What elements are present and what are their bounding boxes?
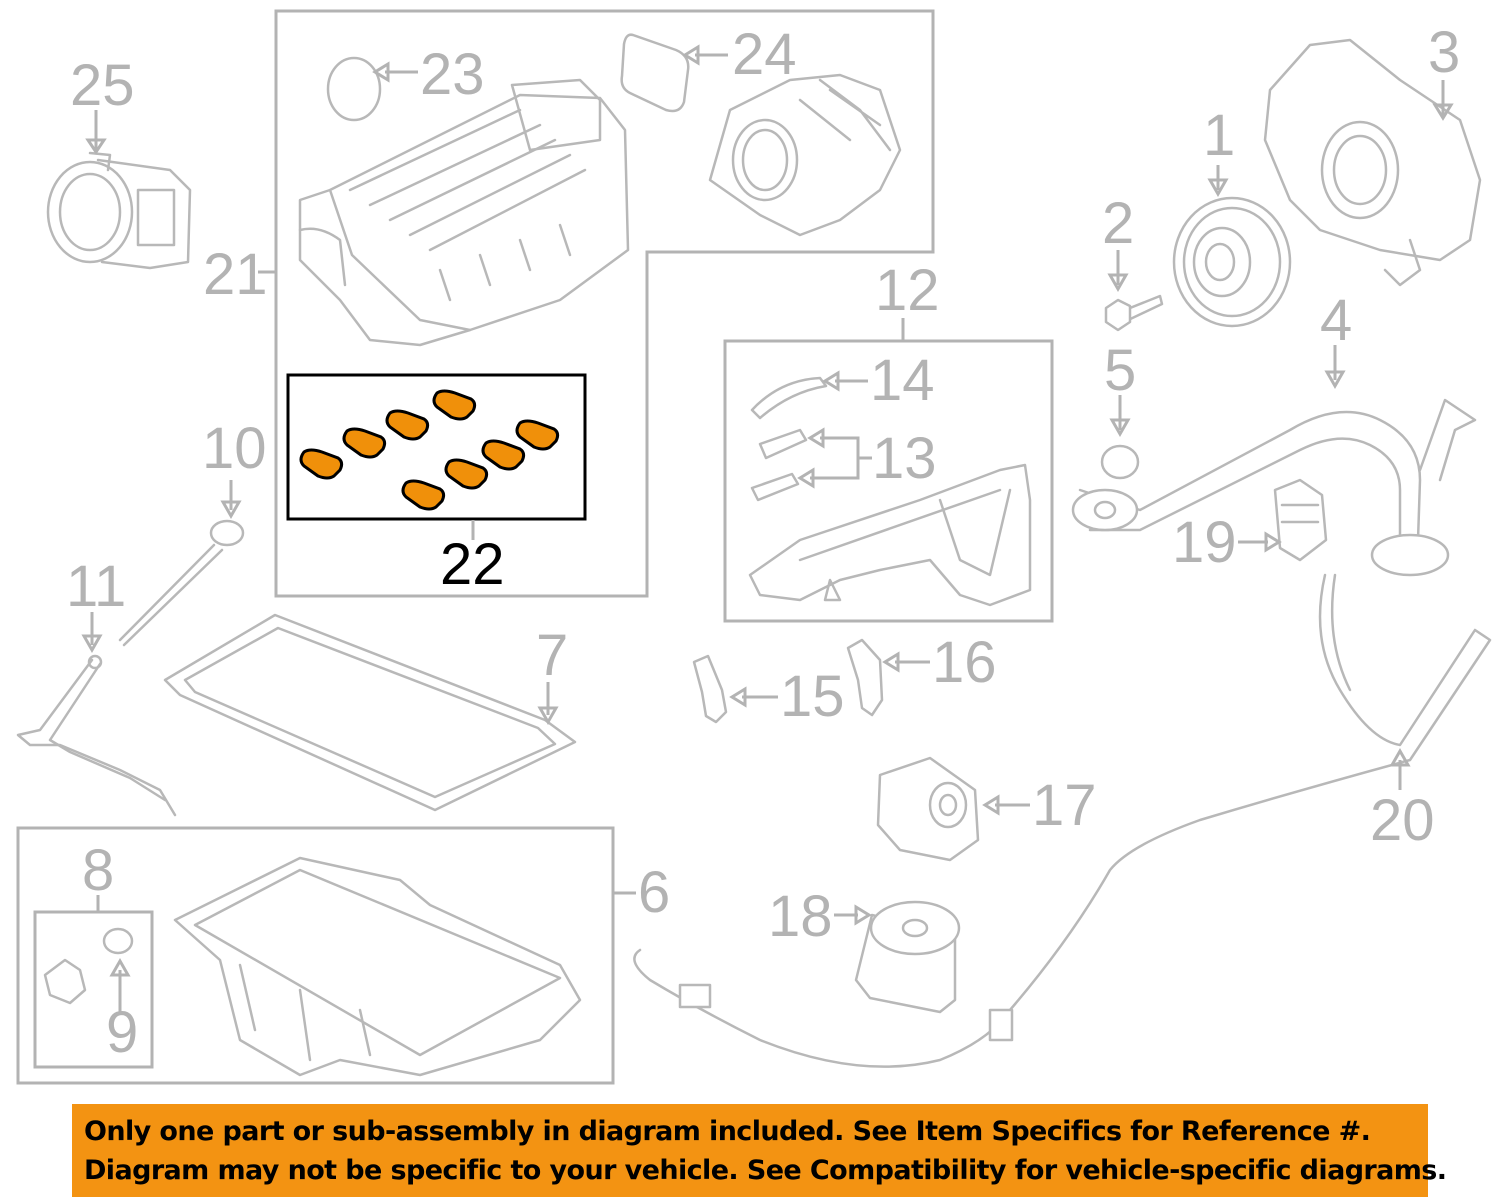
callout-21: 21 [203,242,268,307]
callout-15: 15 [780,664,845,729]
oil-filter-part[interactable] [854,900,961,1014]
callout-11: 11 [66,554,126,619]
intake-gasket [481,439,526,471]
callout-13: 13 [872,426,937,491]
callout-3: 3 [1428,20,1460,85]
timing-cover-seal-part[interactable] [750,376,828,420]
intake-gasket [401,479,446,511]
callout-22: 22 [440,532,505,597]
callout-5: 5 [1104,338,1136,403]
throttle-gasket-part[interactable] [620,33,690,113]
drain-plug-group-box [33,910,154,1069]
oil-pickup-tube-part[interactable] [1071,398,1477,577]
sensor-15-part[interactable] [692,654,728,724]
oil-cooler-part[interactable] [876,756,980,862]
dipstick-part[interactable] [118,519,245,647]
dipstick-tube-part[interactable] [16,654,177,817]
intake-group-box [274,9,935,598]
compatibility-notice-banner: Only one part or sub-assembly in diagram… [72,1104,1447,1197]
wiring-harness-part[interactable] [633,573,1492,1068]
callout-1: 1 [1203,103,1235,168]
callout-24: 24 [732,22,797,87]
callout-4: 4 [1320,288,1352,353]
intake-o-ring-part[interactable] [326,56,382,122]
timing-cover-seal-part[interactable] [750,428,808,502]
drain-plug-part[interactable] [43,958,87,1005]
callout-7: 7 [536,623,568,688]
intake-gasket [432,389,477,421]
drain-washer-part[interactable] [102,927,134,955]
callout-10: 10 [202,416,267,481]
seal-part[interactable] [1100,444,1140,480]
notice-line-2: Diagram may not be specific to your vehi… [84,1155,1447,1186]
notice-line-1: Only one part or sub-assembly in diagram… [84,1116,1371,1147]
intake-gasket-set[interactable] [299,389,560,511]
intake-gasket [444,458,489,490]
bolt-part[interactable] [1104,294,1164,332]
oil-pan-part[interactable] [173,856,582,1077]
crank-pulley-part[interactable] [1172,196,1292,328]
oil-pump-part[interactable] [1263,38,1482,287]
intake-elbow-part[interactable] [708,73,902,237]
oil-pan-gasket-part[interactable] [163,613,577,812]
leader-lines [81,44,1454,1012]
callout-25: 25 [70,53,135,118]
oil-sensor-part[interactable] [1273,478,1328,562]
intake-manifold-part[interactable] [298,78,630,347]
callout-2: 2 [1102,191,1134,256]
intake-gasket [299,448,344,480]
oil-pan-group-box [16,826,615,1085]
callout-19: 19 [1172,510,1237,575]
callout-18: 18 [768,884,833,949]
intake-gasket [385,409,430,441]
sensor-16-part[interactable] [846,638,884,717]
callout-16: 16 [932,630,997,695]
timing-cover-part[interactable] [748,463,1032,607]
intake-gasket [342,427,387,459]
throttle-body-part[interactable] [46,151,192,270]
intake-gasket [515,419,560,451]
callout-6: 6 [638,860,670,925]
callout-12: 12 [875,258,940,323]
callout-14: 14 [870,348,935,413]
callout-17: 17 [1032,773,1097,838]
timing-cover-group-box [723,339,1054,623]
gasket-highlight-box [286,373,587,521]
callout-20: 20 [1370,788,1435,853]
callout-9: 9 [106,1000,138,1065]
callout-23: 23 [420,42,485,107]
callout-8: 8 [82,838,114,903]
